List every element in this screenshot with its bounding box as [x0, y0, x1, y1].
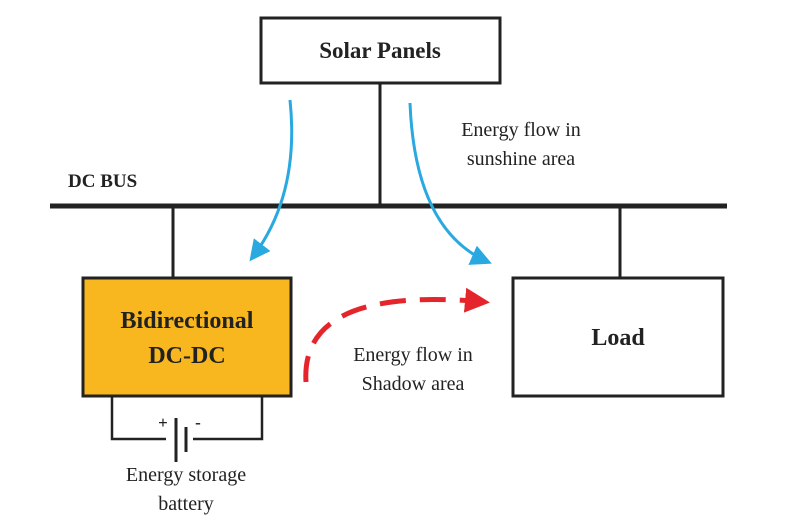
- battery-icon: [174, 418, 188, 462]
- sunshine-flow-label-line1: Energy flow in: [461, 119, 581, 141]
- dc-bus: DC BUS: [50, 171, 727, 209]
- battery-wire-left: [110, 396, 166, 441]
- battery-wire-right: [193, 396, 264, 441]
- converter-label-line1: Bidirectional: [121, 308, 254, 334]
- load-node: Load: [511, 276, 725, 398]
- shadow-flow-label-line2: Shadow area: [362, 373, 465, 395]
- battery-circuit: + - Energy storage battery: [110, 396, 264, 515]
- battery-minus-sign: -: [195, 413, 201, 432]
- load-box: [511, 276, 725, 398]
- solar-panels-node: Solar Panels: [259, 16, 502, 85]
- battery-caption-line2: battery: [158, 493, 214, 515]
- solar-panels-label: Solar Panels: [319, 38, 441, 63]
- load-label: Load: [591, 325, 645, 351]
- converter-label-line2: DC-DC: [148, 343, 225, 369]
- shadow-flow-arrow: [303, 287, 490, 383]
- battery-plus-sign: +: [158, 413, 168, 432]
- sunshine-flow-arrow-to-converter: [249, 99, 294, 262]
- converter-node: Bidirectional DC-DC: [81, 276, 293, 398]
- sunshine-flow-arrow-to-load: [408, 102, 492, 265]
- dc-bus-label: DC BUS: [68, 171, 137, 192]
- converter-box: [81, 276, 293, 398]
- shadow-flow-label-line1: Energy flow in: [353, 344, 473, 366]
- battery-caption-line1: Energy storage: [126, 464, 246, 486]
- sunshine-flow-label-line2: sunshine area: [467, 148, 575, 170]
